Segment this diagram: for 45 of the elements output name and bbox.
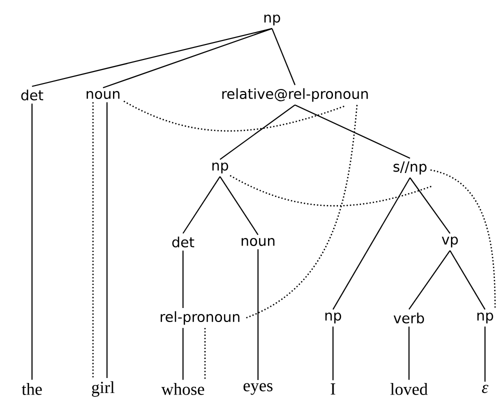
tree-branch <box>408 326 410 380</box>
category-label: det <box>172 236 194 248</box>
word: ε <box>482 384 488 394</box>
category-label: noun <box>242 238 274 246</box>
tree-branch <box>294 104 410 159</box>
category-label: noun <box>86 90 120 100</box>
dotted-line <box>92 102 94 378</box>
category-label: vp <box>442 236 458 248</box>
tree-branch <box>408 250 450 310</box>
word: whose <box>161 383 204 395</box>
tree-branch <box>257 249 259 380</box>
tree-branch <box>32 28 272 87</box>
tree-branch <box>332 326 334 380</box>
tree-branch <box>102 28 272 88</box>
tree-branch <box>220 176 258 236</box>
category-label: np <box>325 312 342 324</box>
word: loved <box>390 383 428 395</box>
tree-branch <box>106 102 108 378</box>
dotted-line <box>204 328 206 380</box>
category-label: det <box>21 90 44 100</box>
word: girl <box>92 381 114 397</box>
category-label: np <box>212 162 228 174</box>
tree-branch <box>220 104 296 160</box>
category-label: rel-pronoun <box>160 311 240 325</box>
dotted-line <box>245 104 358 319</box>
category-label: np <box>264 14 280 26</box>
category-label: relative@rel-pronoun <box>222 88 368 102</box>
dotted-line <box>124 100 346 132</box>
dotted-line <box>230 175 434 206</box>
word: eyes <box>244 383 272 395</box>
category-label: verb <box>394 312 424 324</box>
tree-branch <box>272 28 296 86</box>
word: the <box>22 383 42 395</box>
tree-branch <box>410 177 450 234</box>
tree-branch <box>332 177 410 310</box>
tree-branch <box>182 328 184 380</box>
category-label: s//np <box>394 161 426 175</box>
tree-branch <box>450 250 486 310</box>
tree-branch <box>484 326 486 382</box>
category-label: np <box>477 312 494 324</box>
tree-branch <box>182 176 220 234</box>
tree-branch <box>31 104 33 380</box>
word: I <box>330 383 336 395</box>
dotted-line <box>430 169 496 310</box>
tree-branch <box>182 250 184 308</box>
